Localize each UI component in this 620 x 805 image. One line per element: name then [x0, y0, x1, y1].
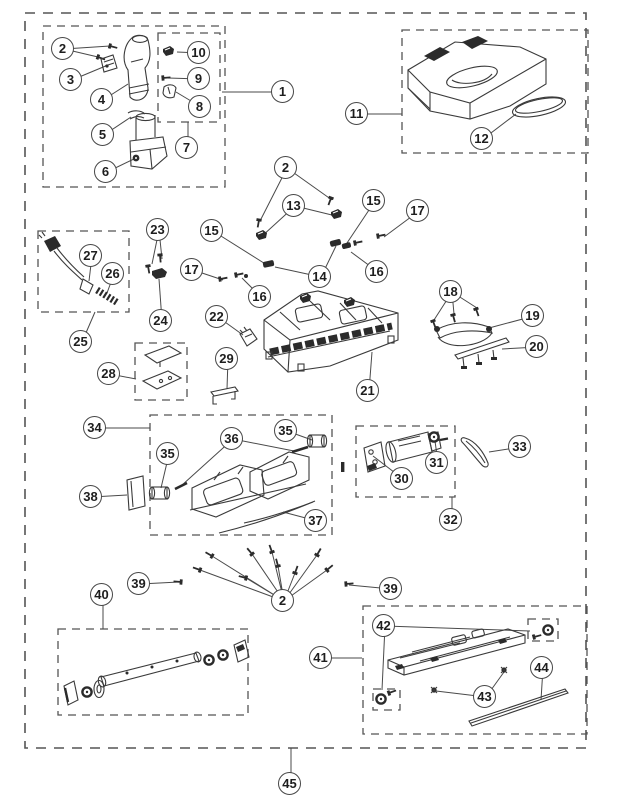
callout-14: 14	[308, 265, 331, 288]
callout-31: 31	[425, 451, 448, 474]
callout-22: 22	[205, 305, 228, 328]
chassis-drawing	[263, 290, 399, 373]
callout-17: 17	[180, 258, 203, 281]
cable-assembly-drawing	[38, 231, 120, 306]
callout-43: 43	[473, 685, 496, 708]
group-box-40	[57, 628, 249, 716]
group-box-34	[149, 414, 333, 536]
callout-35: 35	[156, 442, 179, 465]
callout-5: 5	[91, 123, 114, 146]
group-box-32	[355, 425, 456, 498]
callout-39: 39	[379, 577, 402, 600]
callout-42: 42	[372, 614, 395, 637]
callout-34: 34	[83, 416, 106, 439]
callout-7: 7	[175, 136, 198, 159]
callout-29: 29	[215, 347, 238, 370]
callout-28: 28	[97, 362, 120, 385]
callout-9: 9	[187, 67, 210, 90]
group-box-28	[134, 342, 188, 401]
callout-17: 17	[406, 199, 429, 222]
group-box-42a	[527, 618, 559, 642]
callout-6: 6	[94, 160, 117, 183]
callout-39: 39	[127, 572, 150, 595]
callout-38: 38	[79, 485, 102, 508]
callout-33: 33	[508, 435, 531, 458]
group-box-41	[362, 605, 588, 735]
callout-4: 4	[90, 88, 113, 111]
group-box-pump	[42, 25, 226, 188]
callout-35: 35	[274, 419, 297, 442]
callout-11: 11	[345, 102, 368, 125]
callout-2: 2	[271, 589, 294, 612]
callout-1: 1	[271, 80, 294, 103]
callout-18: 18	[439, 280, 462, 303]
middle-fasteners-drawing	[145, 195, 386, 347]
callout-25: 25	[69, 330, 92, 353]
callout-16: 16	[365, 260, 388, 283]
callout-24: 24	[149, 309, 172, 332]
callout-3: 3	[59, 68, 82, 91]
callout-15: 15	[362, 189, 385, 212]
callout-40: 40	[90, 583, 113, 606]
motor-drawing	[341, 431, 489, 473]
callout-44: 44	[530, 656, 553, 679]
callout-37: 37	[304, 509, 327, 532]
callout-30: 30	[390, 467, 413, 490]
callout-10: 10	[187, 41, 210, 64]
callout-45: 45	[278, 772, 301, 795]
cover-drawing	[407, 36, 567, 120]
callout-27: 27	[79, 244, 102, 267]
callout-16: 16	[248, 285, 271, 308]
harness-and-rail-drawing	[430, 306, 510, 369]
callout-20: 20	[525, 335, 548, 358]
callout-36: 36	[220, 427, 243, 450]
roller-assembly-drawing	[63, 639, 250, 706]
callout-21: 21	[356, 379, 379, 402]
group-box-7	[157, 32, 221, 123]
callout-2: 2	[51, 37, 74, 60]
callout-15: 15	[200, 219, 223, 242]
callout-2: 2	[274, 156, 297, 179]
gasket-plates-drawing	[141, 345, 183, 390]
callout-26: 26	[101, 262, 124, 285]
callout-13: 13	[282, 194, 305, 217]
callout-8: 8	[188, 95, 211, 118]
pump-assembly-drawing	[95, 34, 177, 170]
callout-19: 19	[521, 304, 544, 327]
bracket-29-drawing	[210, 386, 239, 405]
callout-23: 23	[146, 218, 169, 241]
tray-board-drawing	[126, 434, 328, 534]
callout-12: 12	[470, 127, 493, 150]
callout-41: 41	[309, 646, 332, 669]
group-box-25	[37, 230, 130, 313]
group-box-42b	[372, 688, 401, 711]
callout-32: 32	[439, 508, 462, 531]
base-plate-drawing	[375, 624, 569, 727]
